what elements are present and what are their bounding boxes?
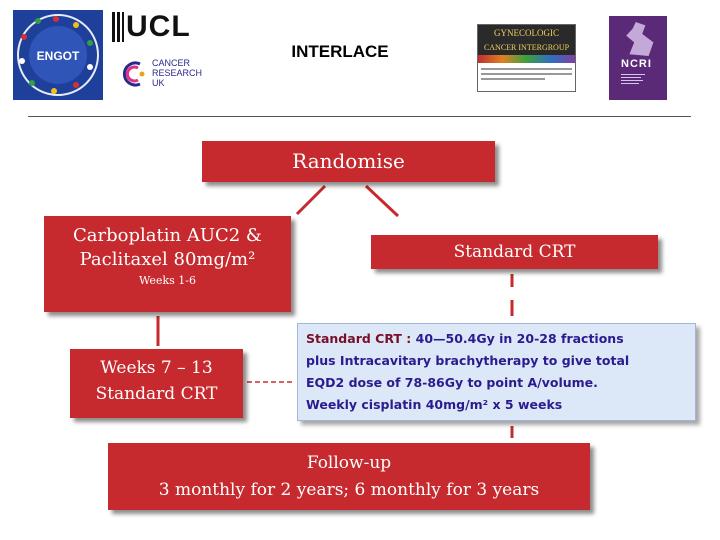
chemo-line-2: Paclitaxel 80mg/m² [79, 249, 256, 270]
gcig-logo: GYNECOLOGIC CANCER INTERGROUP [477, 24, 576, 92]
follow-up-line-1: Follow-up [306, 453, 392, 473]
chemo-arm-box: Carboplatin AUC2 & Paclitaxel 80mg/m² We… [44, 216, 291, 312]
flag-dot [53, 16, 59, 22]
ncri-subtitle-graphic [621, 72, 645, 86]
cruk-line-3: UK [152, 78, 165, 88]
engot-ring [17, 14, 99, 96]
cruk-logo: CANCER RESEARCH UK [118, 56, 218, 96]
flag-dot [35, 18, 41, 24]
flag-dot [19, 58, 25, 64]
info-line-1: Standard CRT : 40—50.4Gy in 20-28 fracti… [306, 328, 687, 350]
info-heading: Standard CRT : [306, 331, 416, 346]
chemo-line-1: Carboplatin AUC2 & [73, 225, 262, 246]
randomise-box: Randomise [202, 141, 495, 182]
ncri-logo: NCRI [609, 16, 667, 100]
flag-dot [73, 82, 79, 88]
weeks-7-13-box: Weeks 7 – 13 Standard CRT [70, 349, 243, 418]
engot-globe [29, 26, 87, 84]
flag-dot [21, 34, 27, 40]
header-divider [28, 116, 691, 117]
flag-dot [51, 88, 57, 94]
ucl-logo: UCL [112, 10, 212, 44]
cruk-line-1: CANCER [152, 58, 191, 68]
engot-logo: ENGOT [13, 10, 103, 100]
gcig-subtitle-graphic [481, 65, 572, 83]
cruk-mark-icon [122, 61, 145, 87]
gcig-line-1: GYNECOLOGIC [478, 25, 575, 41]
follow-up-line-2: 3 monthly for 2 years; 6 monthly for 3 y… [158, 480, 540, 500]
page-title: INTERLACE [291, 42, 389, 61]
flag-dot [87, 64, 93, 70]
connector-randomise-to-arm-b [364, 184, 400, 218]
info-line-4: Weekly cisplatin 40mg/m² x 5 weeks [306, 397, 563, 412]
ucl-portico-mark [112, 12, 124, 42]
flag-dot [73, 22, 79, 28]
info-line-2: plus Intracavitary brachytherapy to give… [306, 353, 630, 368]
gcig-color-strip [478, 55, 575, 63]
flag-dot [29, 80, 35, 86]
standard-crt-box: Standard CRT [371, 235, 658, 269]
weeks-line-2: Standard CRT [95, 384, 218, 404]
ucl-logo-text: UCL [126, 10, 191, 43]
info-line-3: EQD2 dose of 78-86Gy to point A/volume. [306, 375, 598, 390]
cruk-line-2: RESEARCH [152, 68, 203, 78]
gcig-line-2: CANCER INTERGROUP [478, 41, 575, 55]
info-line-1-text: 40—50.4Gy in 20-28 fractions [415, 331, 624, 346]
engot-logo-text: ENGOT [36, 49, 80, 63]
ncri-logo-text: NCRI [621, 58, 652, 70]
weeks-line-1: Weeks 7 – 13 [100, 358, 213, 378]
chemo-weeks-label: Weeks 1-6 [139, 274, 196, 287]
standard-crt-info-panel: Standard CRT : 40—50.4Gy in 20-28 fracti… [297, 323, 696, 421]
connector-randomise-to-arm-a [295, 184, 327, 216]
flag-dot [87, 40, 93, 46]
follow-up-box: Follow-up 3 monthly for 2 years; 6 month… [108, 443, 590, 510]
